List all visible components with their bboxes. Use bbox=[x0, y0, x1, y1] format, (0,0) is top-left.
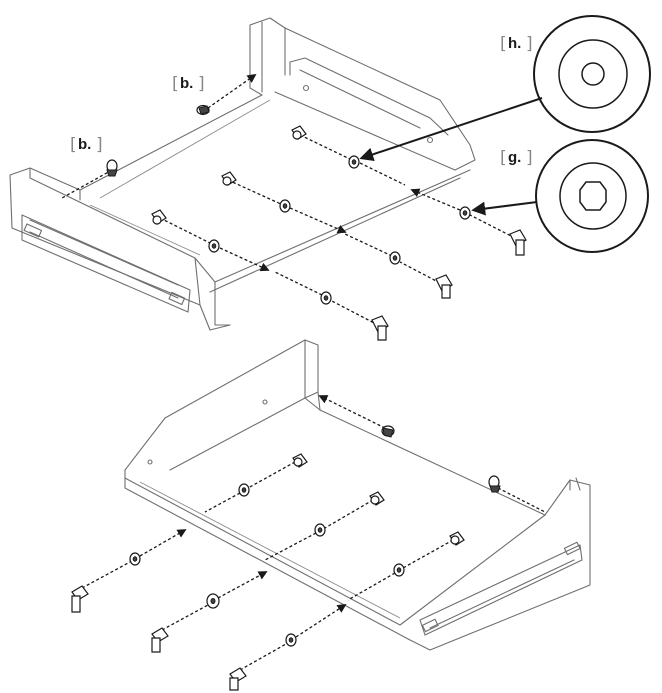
washer-round-hole-icon bbox=[558, 39, 628, 109]
washer-icon bbox=[320, 291, 332, 305]
upper-fasteners bbox=[61, 73, 527, 341]
svg-text:[: [ bbox=[500, 148, 507, 168]
wing-bolt-icon bbox=[291, 125, 307, 140]
svg-text:]: ] bbox=[526, 148, 533, 168]
svg-text:[: [ bbox=[70, 135, 77, 155]
wing-bolt-icon bbox=[71, 585, 89, 613]
svg-text:b.: b. bbox=[78, 136, 91, 153]
wing-bolt-icon bbox=[151, 209, 167, 225]
label-b-left: [ b. ] bbox=[70, 135, 103, 155]
label-h: [ h. ] bbox=[500, 34, 533, 54]
label-b-top: [ b. ] bbox=[172, 74, 205, 94]
lower-fasteners bbox=[71, 395, 546, 691]
washer-icon bbox=[208, 239, 220, 253]
wing-bolt-icon bbox=[369, 491, 385, 506]
svg-text:h.: h. bbox=[508, 35, 521, 52]
wing-bolt-icon bbox=[371, 315, 389, 341]
washer-icon bbox=[238, 483, 250, 497]
lower-tray bbox=[124, 339, 591, 651]
callout-h bbox=[359, 15, 651, 162]
washer-icon bbox=[279, 199, 291, 213]
washer-d-hole-icon bbox=[559, 162, 627, 230]
washer-icon bbox=[314, 523, 326, 537]
callout-g bbox=[471, 139, 649, 253]
svg-text:]: ] bbox=[198, 74, 205, 94]
washer-icon bbox=[389, 251, 401, 265]
screw-icon bbox=[381, 425, 395, 438]
washer-icon bbox=[129, 552, 141, 566]
svg-text:[: [ bbox=[500, 34, 507, 54]
wing-bolt-icon bbox=[229, 667, 247, 691]
wing-bolt-icon bbox=[151, 627, 169, 653]
screw-icon bbox=[196, 104, 210, 116]
svg-text:g.: g. bbox=[508, 149, 521, 166]
washer-icon bbox=[393, 563, 405, 577]
upper-tray bbox=[9, 17, 476, 331]
wing-bolt-icon bbox=[292, 453, 308, 468]
svg-text:b.: b. bbox=[180, 75, 193, 92]
washer-icon bbox=[285, 633, 297, 647]
screw-icon bbox=[488, 475, 501, 493]
washer-icon bbox=[206, 593, 220, 609]
washer-icon bbox=[348, 155, 360, 169]
wing-bolt-icon bbox=[449, 531, 465, 546]
wing-bolt-icon bbox=[221, 171, 237, 186]
washer-icon bbox=[459, 206, 471, 220]
svg-text:]: ] bbox=[96, 135, 103, 155]
svg-text:]: ] bbox=[526, 34, 533, 54]
svg-text:[: [ bbox=[172, 74, 179, 94]
wing-bolt-icon bbox=[435, 274, 453, 299]
label-g: [ g. ] bbox=[500, 148, 533, 168]
screw-icon bbox=[106, 159, 118, 177]
wing-bolt-icon bbox=[509, 229, 527, 256]
